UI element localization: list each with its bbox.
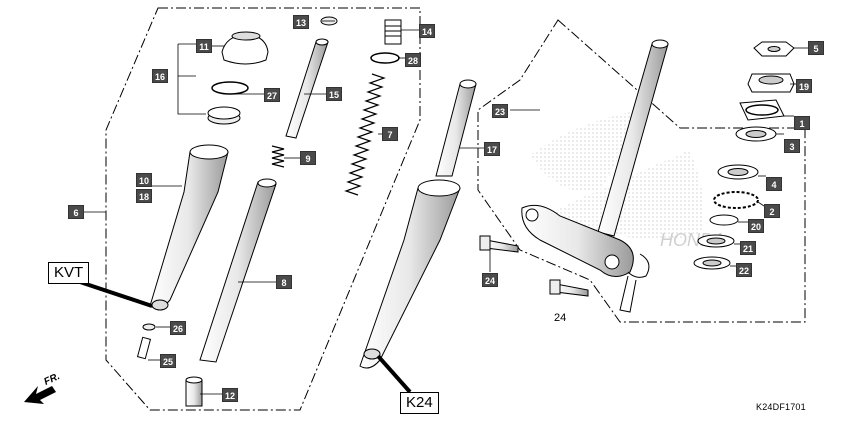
part-label-10[interactable]: 10: [136, 173, 152, 187]
part-label-24[interactable]: 24: [482, 273, 498, 287]
part-label-14[interactable]: 14: [419, 24, 435, 38]
part-label-23[interactable]: 23: [492, 104, 508, 118]
part-label-28[interactable]: 28: [405, 53, 421, 67]
part-label-4[interactable]: 4: [766, 177, 782, 191]
part-label-21[interactable]: 21: [740, 241, 756, 255]
oil-seal-part: [207, 106, 241, 125]
o-ring-part: [370, 52, 400, 64]
front-direction-arrow: [24, 386, 56, 404]
stem-bolt-lower-part: [549, 279, 589, 297]
snap-ring-part: [211, 81, 249, 95]
catalog-code: K24DF1701: [756, 402, 806, 412]
piston-part: [185, 376, 203, 407]
part-label-6[interactable]: 6: [68, 205, 84, 219]
part-label-25[interactable]: 25: [160, 354, 176, 368]
rebound-spring-part: [271, 145, 285, 168]
part-label-26[interactable]: 26: [170, 321, 186, 335]
part-label-20[interactable]: 20: [748, 219, 764, 233]
part-label-11[interactable]: 11: [196, 39, 212, 53]
fork-assembly-frame: [105, 7, 421, 411]
part-label-27[interactable]: 27: [264, 88, 280, 102]
part-label-22[interactable]: 22: [736, 263, 752, 277]
part-label-9[interactable]: 9: [300, 151, 316, 165]
k24-callout: K24: [400, 392, 439, 414]
fork-spring-part: [344, 73, 386, 196]
part-label-18[interactable]: 18: [136, 189, 152, 203]
part-label-15[interactable]: 15: [326, 87, 342, 101]
damper-rod-part: [285, 38, 329, 139]
sealing-washer-part: [142, 323, 156, 331]
fork-slider-part: [149, 144, 229, 311]
fork-pipe-part: [199, 178, 277, 363]
dust-seal-part: [221, 31, 269, 65]
fork-bolt-part: [384, 19, 402, 45]
part-label-12[interactable]: 12: [222, 388, 238, 402]
right-fork-assembly-part: [359, 79, 477, 369]
part-label-1[interactable]: 1: [794, 116, 810, 130]
stem-bolt-part: [479, 235, 519, 253]
part-label-13[interactable]: 13: [293, 15, 309, 29]
part-label-8[interactable]: 8: [276, 275, 292, 289]
steering-stem-part: [521, 39, 669, 313]
part-label-17[interactable]: 17: [484, 142, 500, 156]
part-label-7[interactable]: 7: [382, 127, 398, 141]
part-label-2[interactable]: 2: [764, 204, 780, 218]
part-label-24-plain[interactable]: 24: [554, 312, 567, 324]
steering-bearing-stack: [693, 41, 795, 270]
part-label-3[interactable]: 3: [784, 139, 800, 153]
part-label-19[interactable]: 19: [796, 79, 812, 93]
part-label-5[interactable]: 5: [808, 41, 824, 55]
leader-lines: [79, 20, 808, 395]
socket-bolt-part: [136, 336, 152, 360]
kvt-callout: KVT: [48, 262, 90, 284]
part-label-16[interactable]: 16: [152, 69, 168, 83]
